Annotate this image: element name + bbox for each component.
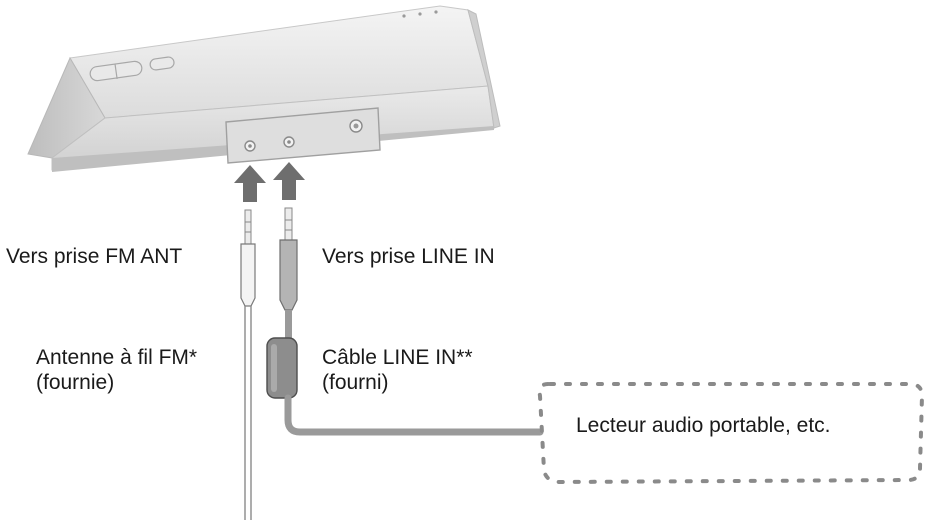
label-line-in-cable-name: Câble LINE IN** [322, 346, 473, 369]
power-button [149, 56, 175, 71]
indicator-dot [434, 10, 438, 14]
label-portable-audio-player: Lecteur audio portable, etc. [576, 414, 831, 437]
label-line-in-jack: Vers prise LINE IN [322, 245, 495, 268]
speaker-right-end [467, 9, 501, 129]
line-in-cable [266, 207, 544, 436]
arrow-to-fm-ant [234, 165, 266, 202]
label-fm-antenna-note: (fournie) [36, 371, 115, 394]
indicator-dot [402, 14, 406, 18]
insertion-arrows [234, 162, 305, 202]
line-in-cable-run [284, 394, 544, 436]
fm-antenna-wire [240, 209, 256, 520]
arrow-to-line-in [273, 162, 305, 200]
label-line-in-cable: Câble LINE IN** (fourni) [322, 345, 473, 395]
label-fm-wire-antenna: Antenne à fil FM* (fournie) [36, 345, 197, 395]
portable-player-outline [537, 382, 925, 485]
connector-panel [225, 107, 381, 164]
label-fm-antenna-name: Antenne à fil FM* [36, 346, 198, 369]
label-fm-ant-jack: Vers prise FM ANT [6, 245, 183, 268]
indicator-dot [418, 12, 422, 16]
volume-button-divider [114, 63, 118, 80]
label-line-in-cable-note: (fourni) [322, 371, 389, 394]
speaker-dock [27, 5, 501, 172]
